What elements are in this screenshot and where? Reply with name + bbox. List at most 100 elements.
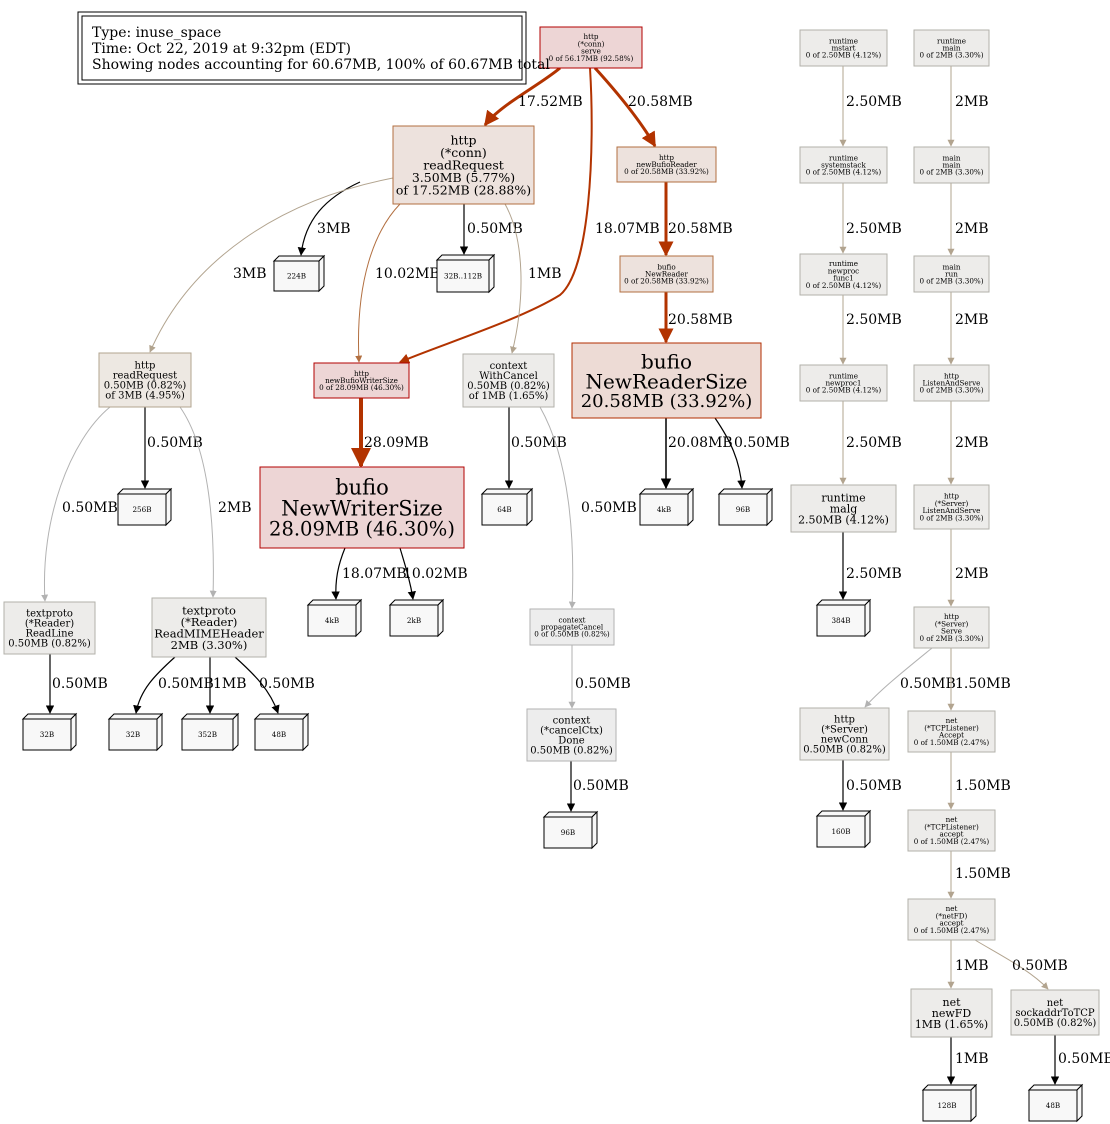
edge-label: 0.50MB [1012, 958, 1068, 974]
edge-label: 0.50MB [147, 435, 203, 451]
node-label-line: http [834, 715, 855, 726]
node-label-line: http [583, 32, 598, 41]
size-box-front [181, 718, 234, 751]
node-label-line: (*netFD) [936, 911, 968, 920]
size-box-s32_readline: 32B [21, 712, 78, 752]
node-label-line: http [944, 371, 959, 380]
edge-label: 2.50MB [846, 566, 902, 582]
node-box [799, 253, 888, 296]
size-box-side [70, 712, 77, 752]
edge-label: 0.50MB [467, 221, 523, 237]
node-label-line: (*TCPListener) [924, 723, 979, 732]
node-label-line: 0 of 56.17MB (92.58%) [549, 54, 634, 63]
node-label-line: runtime [829, 153, 858, 162]
size-box-side [970, 1083, 977, 1123]
size-box-top [717, 488, 774, 495]
size-box-s384: 384B [815, 598, 872, 638]
node-label-line: runtime [821, 491, 865, 504]
edge-line [504, 203, 522, 354]
legend-box: Type: inuse_space Time: Oct 22, 2019 at … [77, 11, 550, 85]
size-box-side [591, 810, 598, 850]
node-label-line: net [946, 815, 958, 824]
node-label-line: systemstack [821, 161, 866, 170]
edge-line [714, 417, 746, 489]
node-label-line: 0.50MB (0.82%) [104, 381, 187, 392]
edge-WithCancel_64: 0.50MB [504, 407, 567, 489]
node-label-line: 0 of 1.50MB (2.47%) [914, 926, 990, 935]
size-box-side [864, 598, 871, 638]
edge-line [179, 406, 217, 598]
size-box-side [318, 254, 325, 293]
edge-readRequest_224: 3MB [297, 181, 361, 256]
node-label-line: 0 of 2MB (3.30%) [919, 513, 983, 522]
node-label-line: Done [558, 736, 584, 747]
edge-line [133, 656, 176, 714]
size-box-front [117, 493, 167, 526]
node-label-line: Serve [941, 627, 962, 636]
edge-label: 10.02MB [403, 566, 468, 582]
edge-readRequest_httpReadRequest: 3MB [149, 177, 394, 353]
node-label-line: ListenAndServe [923, 506, 981, 515]
node-label-line: (*Server) [821, 725, 868, 736]
edge-label: 1MB [213, 676, 247, 692]
node-label-line: 0.50MB (0.82%) [467, 381, 550, 392]
edge-label: 2MB [955, 312, 989, 328]
edge-label: 17.52MB [518, 94, 583, 110]
node-label-line: readRequest [423, 157, 504, 172]
edge-label: 0.50MB [158, 676, 214, 692]
node-label-line: bufio [657, 262, 675, 271]
edge-tcpaccept_netFDaccept: 1.50MB [947, 851, 1011, 899]
size-box-top [253, 713, 310, 720]
node-label-line: (*conn) [440, 145, 487, 160]
legend-time: Time: Oct 22, 2019 at 9:32pm (EDT) [92, 41, 351, 57]
edge-MIME_32: 0.50MB [133, 656, 214, 714]
node-label-line: 0 of 2.50MB (4.12%) [806, 51, 882, 60]
size-box-s224: 224B [272, 254, 326, 293]
edge-line [399, 67, 593, 364]
edge-Serve_newConn: 0.50MB [864, 647, 956, 708]
size-box-side [766, 487, 773, 527]
node-label-line: WithCancel [479, 371, 538, 382]
node-label-line: mstart [831, 44, 855, 53]
node-label-line: main [942, 262, 960, 271]
node-box [799, 364, 888, 402]
node-label-line: newBufioWriterSize [325, 376, 398, 385]
size-box-front [389, 604, 439, 637]
node-label-line: 0 of 2.50MB (4.12%) [806, 281, 882, 290]
size-box-top [921, 1084, 978, 1091]
edge-label: 20.58MB [668, 221, 733, 237]
node-label-line: 1MB (1.65%) [915, 1018, 988, 1031]
edge-label: 1.50MB [955, 778, 1011, 794]
edge-label: 28.09MB [364, 435, 429, 451]
